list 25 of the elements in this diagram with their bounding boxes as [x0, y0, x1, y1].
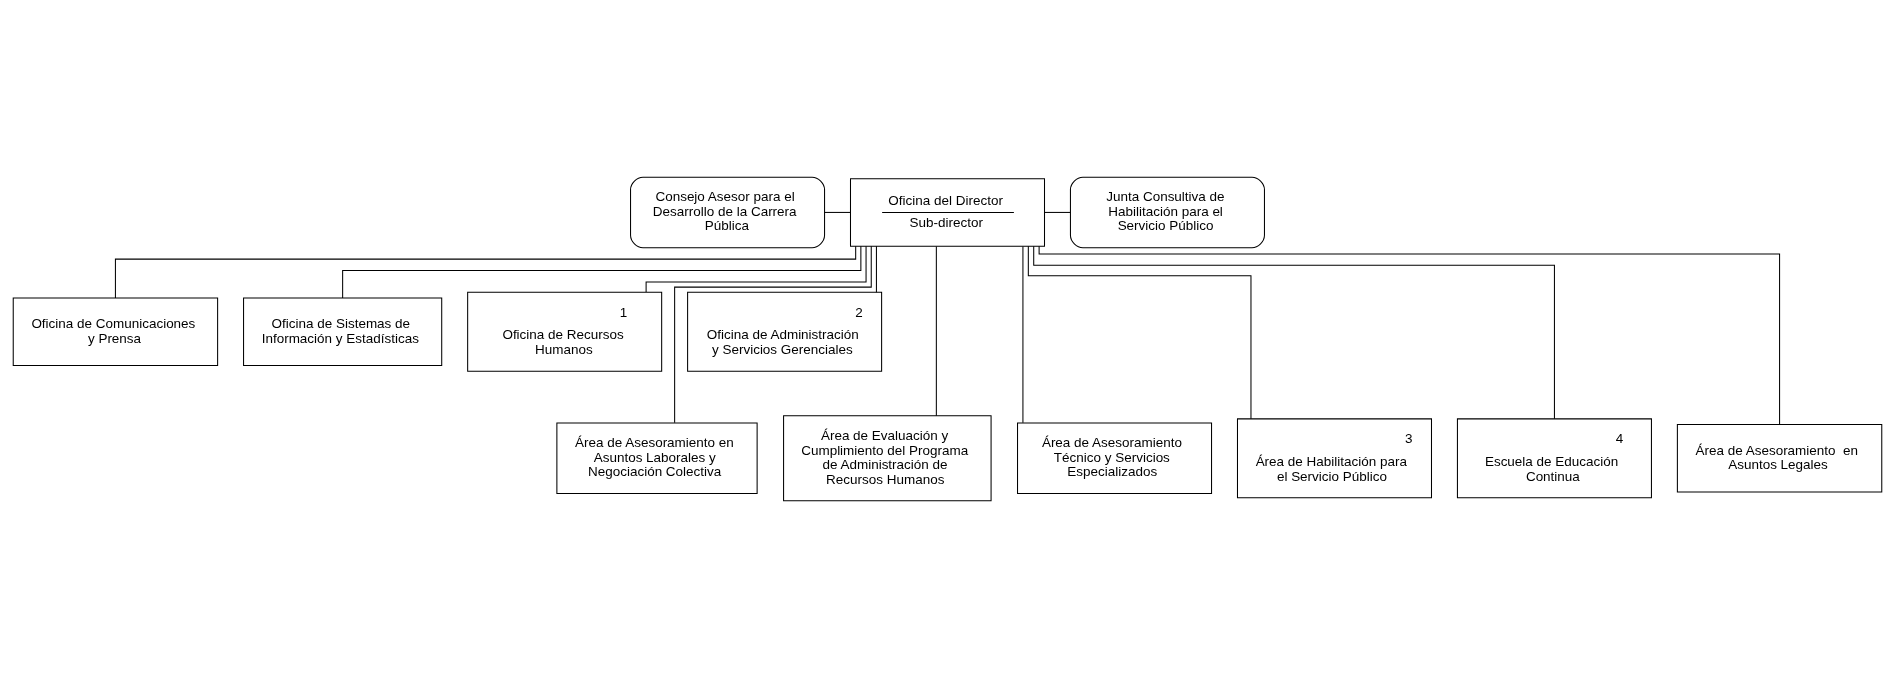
- node-box: Junta Consultiva de Habilitación para el Servicio Público: [1069, 176, 1265, 249]
- connector: [342, 245, 862, 299]
- connector: [1044, 211, 1071, 213]
- connector: [1038, 245, 1781, 426]
- node-box: 2 Oficina de Administración y Servicios Gerenciales: [687, 291, 883, 372]
- node-box: 1 Oficina de Recursos Humanos: [467, 291, 663, 372]
- node-box: Oficina de Comunicaciones y Prensa: [12, 297, 219, 366]
- connector: [935, 246, 937, 417]
- connector: [114, 245, 857, 299]
- node-box: Área de Asesoramiento en Asuntos Laborales y Negociación Colectiva: [556, 422, 758, 495]
- connector: [824, 211, 851, 213]
- node-box: 3 Área de Habilitación para el Servicio Público: [1236, 418, 1432, 499]
- connector: [1022, 246, 1024, 424]
- node-box: Oficina del Director Sub-director: [849, 178, 1046, 247]
- connector: [645, 245, 867, 293]
- node-box: Área de Asesoramiento Técnico y Servicios Especializados: [1017, 422, 1213, 495]
- node-box: Consejo Asesor para el Desarrollo de la Carrera Pública: [630, 176, 826, 249]
- connector: [875, 245, 877, 293]
- connector: [1033, 245, 1555, 420]
- node-box: Área de Evaluación y Cumplimiento del Programa de Administración de Recursos Humanos: [783, 415, 992, 502]
- connector: [1027, 245, 1252, 420]
- node-box: 4 Escuela de Educación Continua: [1456, 418, 1652, 499]
- node-box: Oficina de Sistemas de Información y Estadísticas: [243, 297, 443, 366]
- node-box: Área de Asesoramiento en Asuntos Legales: [1676, 424, 1883, 493]
- connector: [674, 245, 872, 424]
